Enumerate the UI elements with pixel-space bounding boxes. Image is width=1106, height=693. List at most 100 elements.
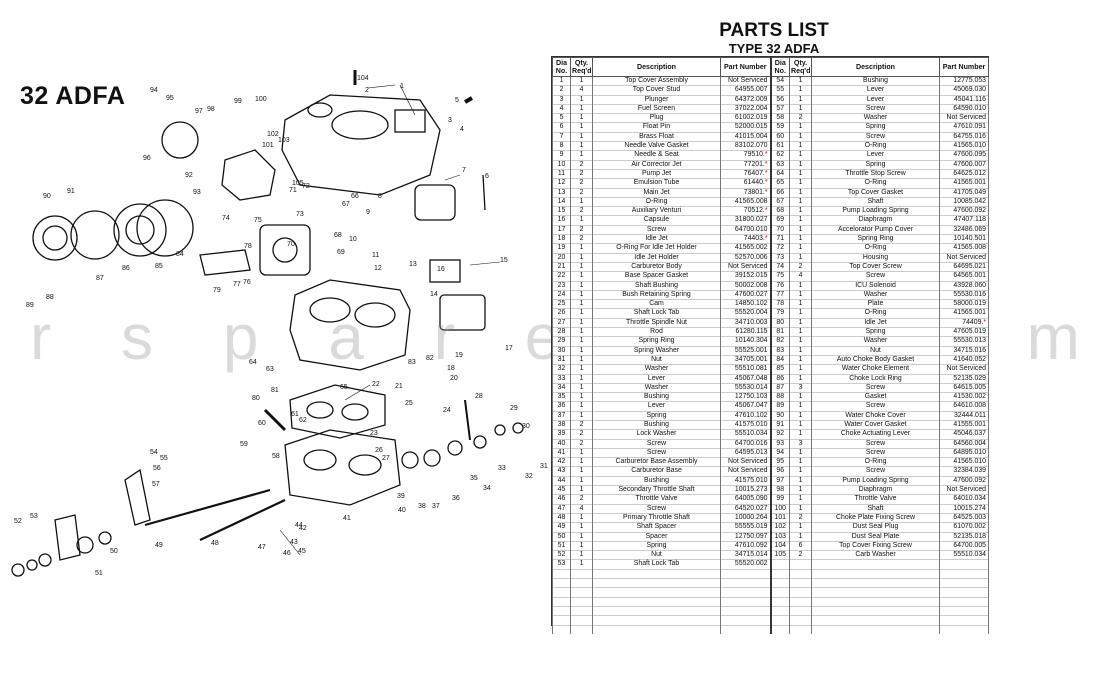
cell-part-number: 64625.012 xyxy=(939,168,989,179)
cell-part-number: 41555.001 xyxy=(939,419,989,430)
cell-dia: 54 xyxy=(769,75,790,86)
cell-description: Carburetor Body xyxy=(592,261,721,272)
cell-part-number: 47610.091 xyxy=(939,122,989,133)
cell-part-number: Not Serviced xyxy=(720,75,771,86)
callout-label: 25 xyxy=(405,400,413,407)
cell-description: Dust Seal Plate xyxy=(811,531,940,542)
cell-part-number: 41565.001 xyxy=(939,308,989,319)
cell-description: Shaft Lock Tab xyxy=(592,559,721,570)
cell-qty: 1 xyxy=(789,94,812,105)
cell-qty: 1 xyxy=(570,540,593,551)
cell-part-number: 45041.116 xyxy=(939,94,989,105)
cell-dia: 37 xyxy=(552,410,571,421)
cell-part-number: 58000.019 xyxy=(939,299,989,309)
asterisk-mark: * xyxy=(764,179,768,187)
cell-qty: 1 xyxy=(570,75,593,86)
cell-part-number: 31800.027 xyxy=(720,215,771,226)
cell-description xyxy=(592,624,721,634)
asterisk-mark: * xyxy=(764,160,768,168)
callout-label: 48 xyxy=(211,540,219,547)
cell-qty: 1 xyxy=(570,373,593,384)
cell-description: Main Jet xyxy=(592,187,721,198)
cell-dia: 85 xyxy=(769,364,790,374)
cell-dia: 11 xyxy=(552,168,571,179)
callout-label: 87 xyxy=(96,275,104,282)
cell-description xyxy=(811,624,940,634)
cell-qty: 2 xyxy=(570,438,593,449)
cell-part-number: 14850.102 xyxy=(720,299,771,309)
callout-label: 39 xyxy=(397,493,405,500)
cell-part-number: 52570.006 xyxy=(720,252,771,263)
callout-label: 34 xyxy=(483,485,491,492)
cell-part-number: 64372.009 xyxy=(720,94,771,105)
cell-description: Float Pin xyxy=(592,122,721,133)
cell-dia: 31 xyxy=(552,354,571,365)
cell-qty: 1 xyxy=(570,531,593,542)
cell-dia: 71 xyxy=(769,234,790,244)
cell-part-number: 74403.* xyxy=(720,234,771,244)
cell-part-number xyxy=(720,587,771,598)
cell-part-number: 61440.* xyxy=(720,178,771,189)
cell-qty: 1 xyxy=(570,401,593,412)
cell-qty: 2 xyxy=(570,224,593,235)
cell-part-number: 64560.004 xyxy=(939,438,989,449)
cell-description: Water Cover Gasket xyxy=(811,419,940,430)
callout-label: 10 xyxy=(349,236,357,243)
cell-dia: 60 xyxy=(769,131,790,142)
callout-label: 3 xyxy=(448,117,452,124)
callout-label: 30 xyxy=(522,423,530,430)
cell-dia: 6 xyxy=(552,122,571,133)
callout-label: 100 xyxy=(255,96,267,103)
cell-dia: 102 xyxy=(769,522,790,533)
cell-part-number: 34715.016 xyxy=(939,345,989,356)
cell-dia: 100 xyxy=(769,503,790,514)
cell-part-number: 64525.003 xyxy=(939,512,989,523)
cell-dia: 64 xyxy=(769,168,790,179)
cell-qty: 4 xyxy=(570,503,593,514)
cell-description xyxy=(592,578,721,588)
cell-part-number: 43928.060 xyxy=(939,280,989,291)
cell-description: Carb Washer xyxy=(811,550,940,560)
callout-label: 61 xyxy=(291,411,299,418)
callout-label: 7 xyxy=(462,167,466,174)
callout-label: 79 xyxy=(213,287,221,294)
cell-qty: 1 xyxy=(789,168,812,179)
cell-description: O-Ring xyxy=(811,243,940,254)
cell-dia: 29 xyxy=(552,336,571,347)
cell-description: Shaft xyxy=(811,196,940,207)
cell-qty: 1 xyxy=(789,317,812,328)
cell-qty: 1 xyxy=(789,196,812,207)
cell-part-number: 83102.070 xyxy=(720,141,771,151)
cell-description: Spring xyxy=(811,326,940,337)
cell-qty: 1 xyxy=(570,103,593,114)
cell-description: Choke Lock Ring xyxy=(811,373,940,384)
cell-description: ICU Solenoid xyxy=(811,280,940,291)
cell-description: Washer xyxy=(811,113,940,123)
cell-part-number: 10015.273 xyxy=(720,485,771,495)
cell-description xyxy=(592,596,721,607)
cell-description xyxy=(811,559,940,570)
callout-label: 26 xyxy=(375,447,383,454)
cell-description: Washer xyxy=(592,364,721,374)
cell-dia xyxy=(552,615,571,626)
cell-qty: 1 xyxy=(789,150,812,161)
callout-label: 84 xyxy=(176,251,184,258)
cell-dia: 43 xyxy=(552,466,571,477)
cell-dia: 36 xyxy=(552,401,571,412)
cell-description: Spring xyxy=(592,540,721,551)
parts-table-container: Dia No. Qty. Req'd Description Part Numb… xyxy=(551,56,989,634)
callout-label: 23 xyxy=(370,430,378,437)
cell-dia: 72 xyxy=(769,243,790,254)
callout-label: 45 xyxy=(298,548,306,555)
cell-description: Needle Valve Gasket xyxy=(592,141,721,151)
cell-part-number xyxy=(939,578,989,588)
cell-description: Throttle Valve xyxy=(811,494,940,505)
